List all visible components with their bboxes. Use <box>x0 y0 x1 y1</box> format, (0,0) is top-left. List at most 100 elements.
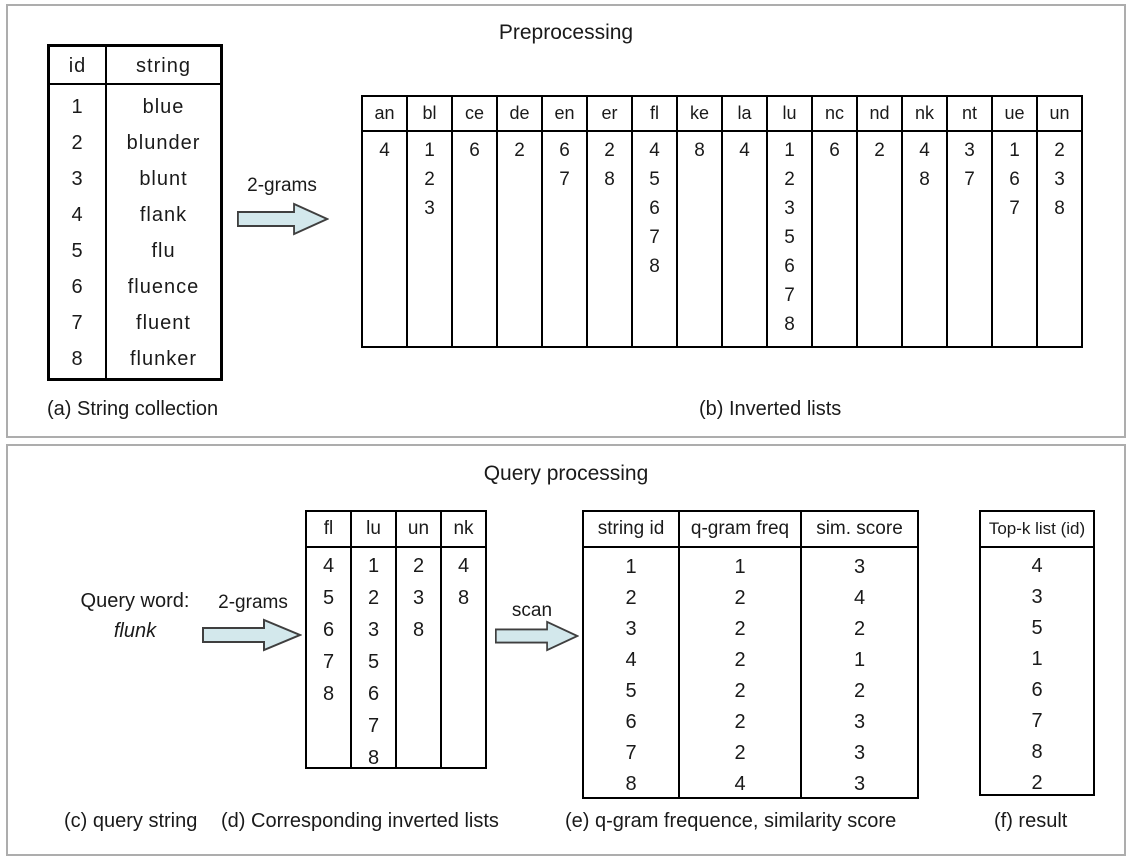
list-value: 2 <box>424 169 435 190</box>
list-value: 2 <box>734 587 746 609</box>
list-value: 5 <box>322 587 335 609</box>
caption-string-collection: (a) String collection <box>47 398 219 420</box>
list-value: 5 <box>784 227 795 248</box>
caption-query-string: (c) query string <box>64 810 198 832</box>
list-value: 7 <box>322 651 335 673</box>
caption-corresponding-inverted-lists: (d) Corresponding inverted lists <box>221 810 499 832</box>
gram-header: de <box>498 97 541 132</box>
gram-header: nk <box>442 512 485 548</box>
list-value: 6 <box>1031 679 1043 701</box>
gram-header: er <box>588 97 631 132</box>
list-value: 2 <box>625 587 637 609</box>
list-value: 6 <box>625 711 637 733</box>
list-value: 6 <box>367 683 380 705</box>
list-value: 1 <box>853 649 866 671</box>
list-value: 6 <box>649 198 660 219</box>
list-value: 2 <box>367 587 380 609</box>
two-grams-label: 2-grams <box>247 175 317 196</box>
list-value: 2 <box>734 680 746 702</box>
gram-header: nt <box>948 97 991 132</box>
gram-header: ue <box>993 97 1036 132</box>
list-value: 2 <box>734 649 746 671</box>
list-value: 7 <box>649 227 660 248</box>
posting-list: 2 <box>498 132 541 346</box>
list-value: 8 <box>649 256 660 277</box>
caption-inverted-lists: (b) Inverted lists <box>699 398 842 420</box>
list-value: 4 <box>1031 555 1043 577</box>
list-value: 5 <box>649 169 660 190</box>
list-value: 3 <box>412 587 425 609</box>
column-header: string <box>107 47 220 85</box>
list-value: 2 <box>784 169 795 190</box>
arrow-right-icon <box>495 620 579 652</box>
column-header: sim. score <box>802 512 917 548</box>
list-value: 8 <box>1031 741 1043 763</box>
list-value: 3 <box>1054 169 1065 190</box>
list-value: 7 <box>964 169 975 190</box>
list-value: 8 <box>919 169 930 190</box>
column-header: id <box>50 47 105 85</box>
list-value: 2 <box>734 618 746 640</box>
list-value: fluence <box>127 276 200 298</box>
list-value: 2 <box>412 555 425 577</box>
list-value: 2 <box>853 680 866 702</box>
list-value: 2 <box>1054 140 1065 161</box>
list-value: 7 <box>1031 710 1043 732</box>
list-value: 2 <box>1031 772 1043 794</box>
gram-column-nk: nk 4 8 <box>440 510 487 769</box>
list-value: 2 <box>853 618 866 640</box>
list-value: 5 <box>367 651 380 673</box>
list-value: 4 <box>71 204 84 226</box>
list-value: 1 <box>367 555 380 577</box>
gram-header: la <box>723 97 766 132</box>
list-value: 8 <box>322 683 335 705</box>
list-value: 6 <box>322 619 335 641</box>
posting-list: 6 <box>453 132 496 346</box>
list-value: 2 <box>71 132 84 154</box>
gram-column-fl: fl 4 5 6 7 8 <box>631 95 678 348</box>
list-value: 4 <box>625 649 637 671</box>
gram-header: fl <box>633 97 676 132</box>
list-value: 3 <box>71 168 84 190</box>
list-value: 4 <box>649 140 660 161</box>
posting-list: 8 <box>678 132 721 346</box>
list-value: 1 <box>424 140 435 161</box>
list-value: 6 <box>559 140 570 161</box>
list-value: 7 <box>625 742 637 764</box>
list-value: 8 <box>367 747 380 769</box>
scan-label: scan <box>511 600 553 621</box>
query-processing-title: Query processing <box>483 462 649 485</box>
caption-result: (f) result <box>994 810 1068 832</box>
list-value: 5 <box>71 240 84 262</box>
list-value: 4 <box>457 555 470 577</box>
list-value: 2 <box>604 140 615 161</box>
posting-list: 4 5 6 7 8 <box>633 132 676 346</box>
list-value: 4 <box>919 140 930 161</box>
gram-header: en <box>543 97 586 132</box>
list-value: flank <box>139 204 188 226</box>
list-value: 8 <box>457 587 470 609</box>
list-value: 7 <box>784 285 795 306</box>
list-value: 1 <box>625 556 637 578</box>
